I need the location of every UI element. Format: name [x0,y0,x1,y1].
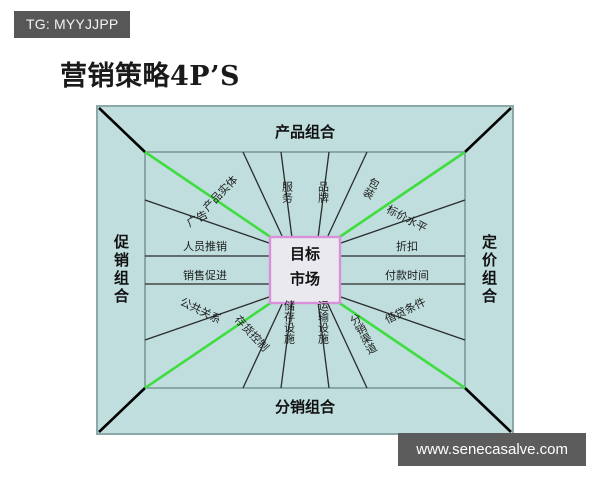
radial-spokes [144,151,466,389]
center-label-line1: 目标 [290,245,320,263]
spoke-left-1 [144,199,273,245]
corner-diagonal-tr [464,107,512,153]
side-label-right: 定价组合 [480,233,498,306]
spoke-top-1 [242,151,284,239]
corner-diagonal-tl [98,107,146,153]
accent-diagonal-bl [144,300,273,390]
corner-diagonal-br [464,387,512,433]
seg-sales-promotion-label: 销售促进 [183,268,227,282]
seg-personal-selling-label: 人员推销 [183,239,227,253]
site-watermark: www.senecasalve.com [398,433,586,466]
spoke-bottom-1 [242,301,284,389]
page-title: 营销策略4P’S [60,61,240,92]
tg-badge: TG: MYYJJPP [14,11,131,38]
diagram-inner-frame [144,151,466,389]
center-label-line2: 市场 [290,270,320,288]
accent-diagonal-tr [337,150,466,240]
corner-diagonals [98,107,512,433]
accent-diagonals [144,150,466,390]
spoke-top-2 [280,151,293,239]
spoke-right-1 [337,199,466,245]
spoke-right-4 [337,295,466,341]
side-label-top: 产品组合 [275,123,336,141]
spoke-top-4 [326,151,368,239]
side-label-left: 促销组合 [112,233,130,306]
seg-service-label: 服务 [281,181,294,203]
marketing-4p-diagram: 目标 市场 产品组合 分销组合 促销组合 定价组合 产品实体 服务 品牌 包装 … [95,104,515,436]
center-box [268,235,342,305]
spoke-bottom-2 [280,301,293,389]
accent-diagonal-br [337,300,466,390]
diagram-canvas: 目标 市场 产品组合 分销组合 促销组合 定价组合 产品实体 服务 品牌 包装 … [96,105,514,435]
spoke-left-4 [144,295,273,341]
seg-transport-facility-label: 运输设施 [317,300,330,345]
accent-diagonal-tl [144,150,273,240]
seg-brand-label: 品牌 [317,181,330,204]
seg-storage-facility-label: 储存设施 [283,299,296,345]
corner-diagonal-bl [98,387,146,433]
seg-discount-label: 折扣 [396,239,418,253]
seg-payment-time-label: 付款时间 [385,268,429,282]
spoke-bottom-4 [326,301,368,389]
spoke-bottom-3 [317,301,330,389]
side-label-bottom: 分销组合 [275,398,336,416]
spoke-top-3 [317,151,330,239]
